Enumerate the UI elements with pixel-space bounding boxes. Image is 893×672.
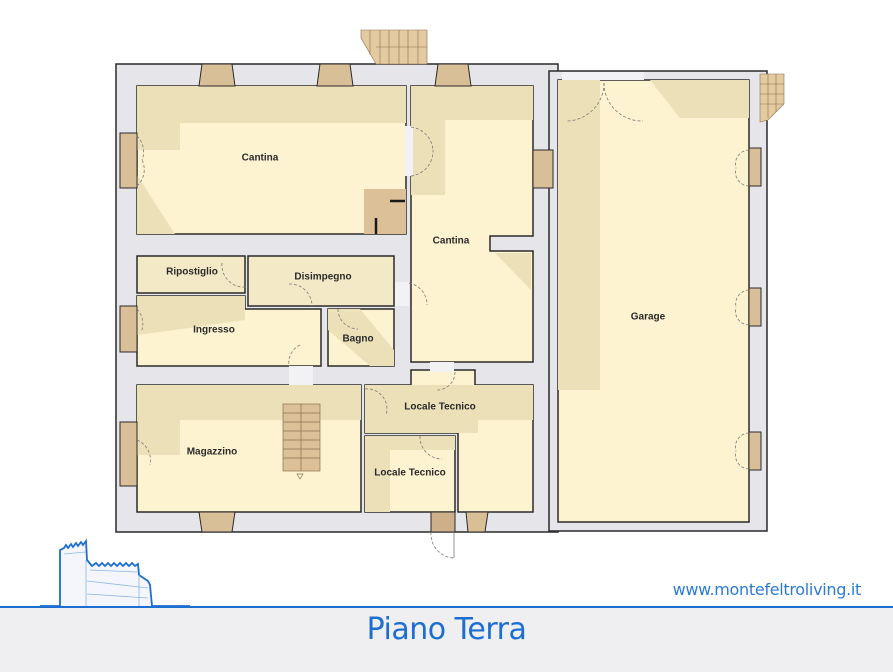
room-label-ingresso: Ingresso (193, 324, 235, 336)
openings (119, 63, 762, 533)
website-url: www.montefeltroliving.it (672, 580, 862, 599)
room-ripostiglio (136, 255, 246, 294)
closet (364, 189, 406, 234)
room-label-locale-tecnico-2: Locale Tecnico (374, 467, 446, 479)
rooms (136, 79, 750, 523)
footer-band (0, 606, 893, 672)
door-swings (136, 82, 750, 559)
floor-title: Piano Terra (366, 612, 527, 647)
castle-logo-icon (40, 538, 190, 607)
stairs-interior (282, 403, 321, 480)
room-label-bagno: Bagno (342, 333, 374, 345)
room-label-locale-tecnico-1: Locale Tecnico (404, 401, 476, 413)
room-label-garage: Garage (630, 311, 666, 323)
stairs-exterior-top (360, 29, 428, 65)
room-label-cantina-2: Cantina (432, 235, 470, 247)
room-label-disimpegno: Disimpegno (294, 271, 352, 283)
room-label-ripostiglio: Ripostiglio (166, 266, 218, 278)
stairs-exterior-right (759, 73, 785, 123)
room-disimpegno (247, 255, 395, 307)
room-label-magazzino: Magazzino (186, 446, 238, 458)
interior-doors (289, 72, 644, 385)
room-label-cantina-1: Cantina (241, 152, 279, 164)
